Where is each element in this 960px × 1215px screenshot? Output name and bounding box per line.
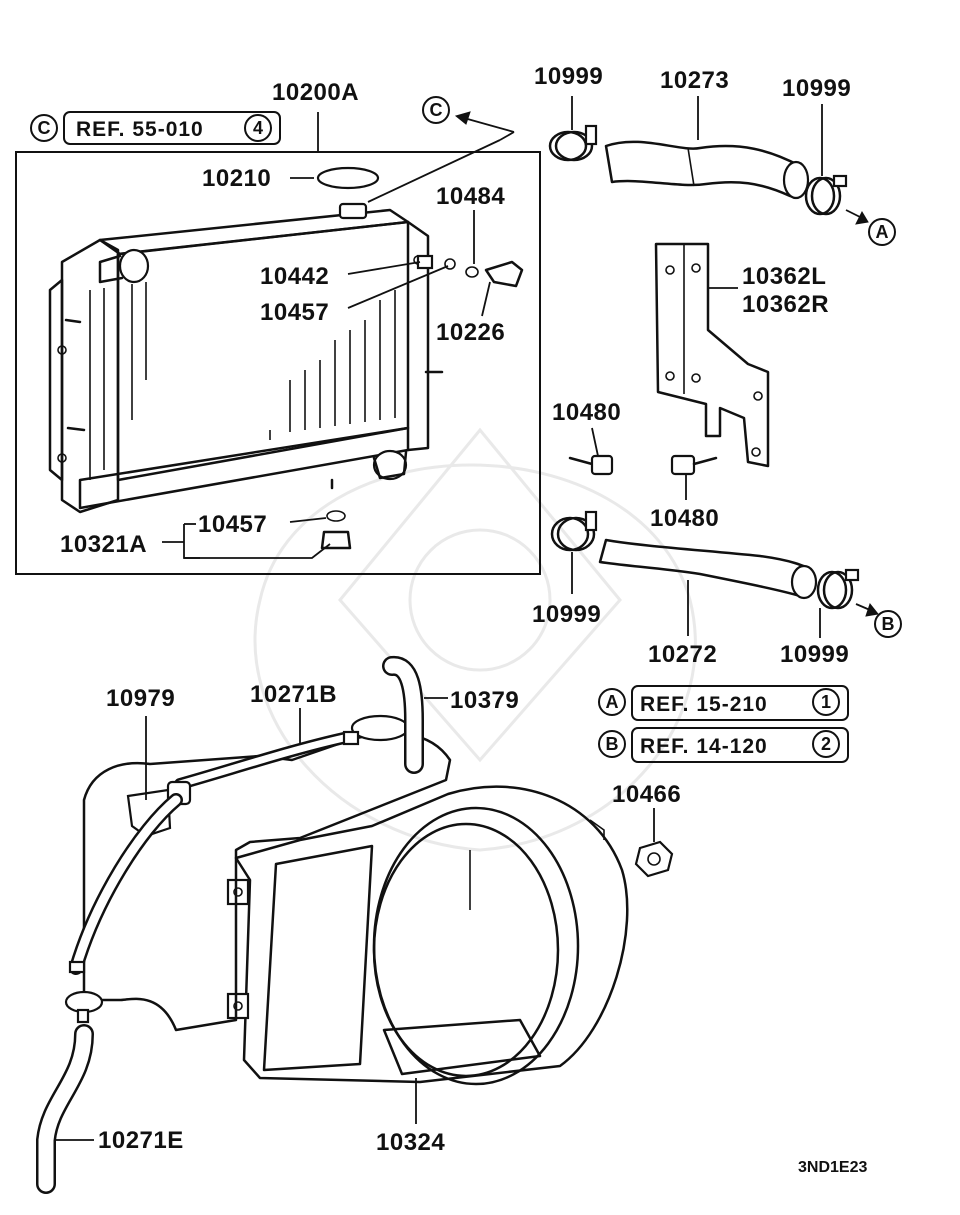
arrow-a <box>845 209 869 225</box>
label-10226: 10226 <box>436 319 505 346</box>
label-10979: 10979 <box>106 685 175 712</box>
nut-10466 <box>634 808 674 878</box>
tank-outlet <box>64 990 104 1024</box>
label-10442: 10442 <box>260 263 329 290</box>
watermark <box>253 427 697 852</box>
label-10999-bottom-left: 10999 <box>532 601 601 628</box>
ref-b-num: 2 <box>821 734 831 754</box>
ref-box-a: A REF. 15-210 1 <box>598 685 849 721</box>
ref-b-text: REF. 14-120 <box>640 735 768 758</box>
label-10457-lower: 10457 <box>198 511 267 538</box>
label-10480-right: 10480 <box>650 505 719 532</box>
radiator-cap <box>316 166 380 190</box>
label-10210: 10210 <box>202 165 271 192</box>
marker-a-letter: A <box>876 222 889 242</box>
radiator <box>48 202 444 514</box>
marker-a: A <box>868 218 896 246</box>
marker-c-letter: C <box>430 100 443 120</box>
upper-hose <box>604 140 810 200</box>
label-10273: 10273 <box>660 67 729 94</box>
marker-b: B <box>874 610 902 638</box>
ref-box-c: C REF. 55-010 4 <box>30 111 281 145</box>
label-10379: 10379 <box>450 687 519 714</box>
marker-c: C <box>422 96 450 124</box>
ref-a-letter: A <box>606 692 619 712</box>
reserve-cap <box>350 714 410 742</box>
bolt-10480-b <box>670 454 718 500</box>
ref-c-num: 4 <box>253 118 263 138</box>
hose-tank-vertical <box>68 793 183 975</box>
radiator-box <box>15 151 541 575</box>
label-10362L: 10362L <box>742 263 826 290</box>
clamp-10999-d <box>816 568 860 638</box>
clamp-10999-a <box>548 124 598 162</box>
clamp-10999-c <box>550 510 598 594</box>
drain-fittings <box>416 254 524 288</box>
label-10999-top-left: 10999 <box>534 63 603 90</box>
ref-c-letter: C <box>38 118 51 138</box>
arrow-b <box>855 602 879 617</box>
label-10324: 10324 <box>376 1129 445 1156</box>
hose-10379 <box>382 656 424 774</box>
label-10362R: 10362R <box>742 291 829 318</box>
clamp-10999-b <box>804 174 848 216</box>
label-10200A: 10200A <box>272 79 359 106</box>
bracket <box>654 242 770 468</box>
label-10999-top-right: 10999 <box>782 75 851 102</box>
lower-hose <box>598 538 818 600</box>
reserve-tank <box>82 731 452 1032</box>
diagram-code: 3ND1E23 <box>798 1159 867 1176</box>
label-10466: 10466 <box>612 781 681 808</box>
label-10457-upper: 10457 <box>260 299 329 326</box>
label-10484: 10484 <box>436 183 505 210</box>
ref-box-b: B REF. 14-120 2 <box>598 727 849 763</box>
ref-a-text: REF. 15-210 <box>640 693 768 716</box>
label-10272: 10272 <box>648 641 717 668</box>
ref-b-letter: B <box>606 734 619 754</box>
fan-shroud <box>226 785 629 1086</box>
label-10271B: 10271B <box>250 681 337 708</box>
drain-plug <box>320 530 352 550</box>
label-10321A: 10321A <box>60 531 147 558</box>
ref-a-num: 1 <box>821 692 831 712</box>
label-10480-left: 10480 <box>552 399 621 426</box>
arrow-c <box>454 111 515 133</box>
ref-c-text: REF. 55-010 <box>76 118 204 141</box>
label-10271E: 10271E <box>98 1127 184 1154</box>
hose-10271E <box>36 1024 94 1194</box>
bolt-10480-a <box>568 427 614 476</box>
leader-lines-radiator <box>162 112 515 559</box>
drain-washer <box>326 510 346 522</box>
hose-10271B <box>174 730 360 790</box>
leader-lines-hoses <box>571 96 823 176</box>
label-10999-bottom-right: 10999 <box>780 641 849 668</box>
marker-b-letter: B <box>882 614 895 634</box>
